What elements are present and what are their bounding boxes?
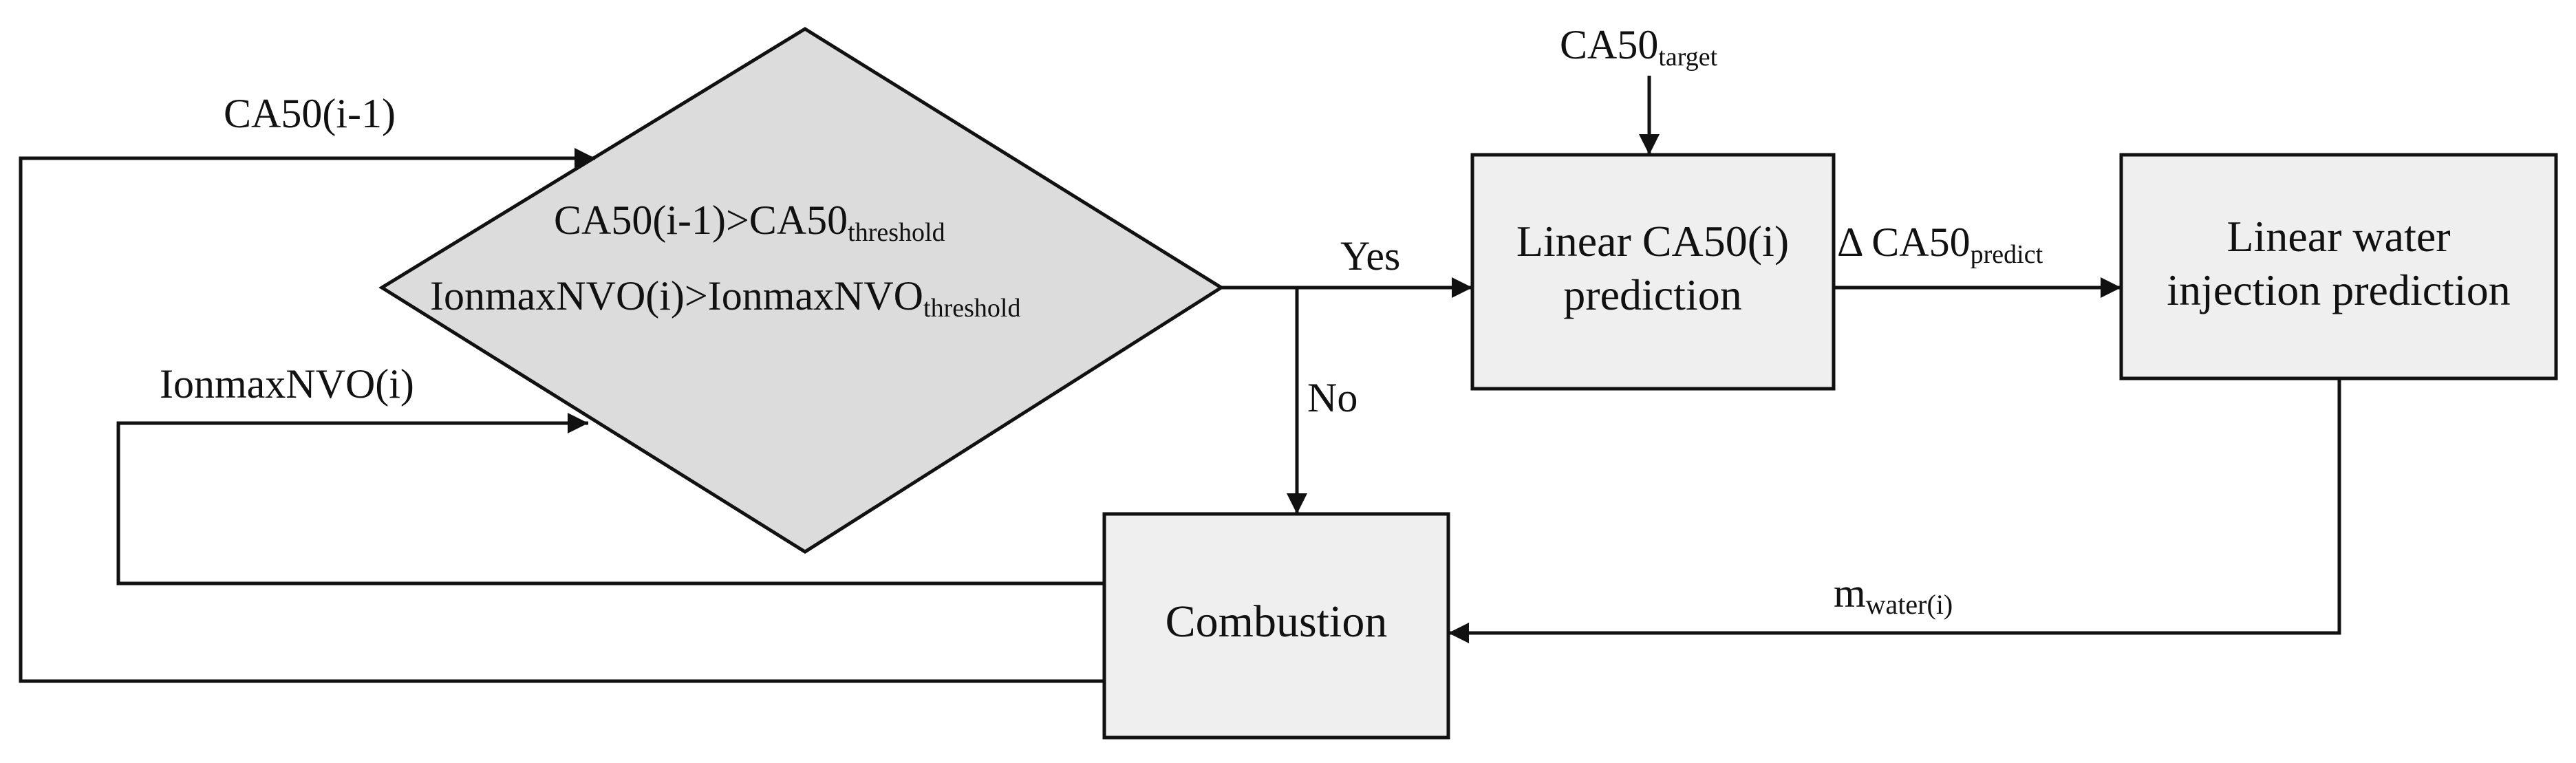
water-injection-label-1: Linear water — [2226, 212, 2450, 261]
water-mass-label: mwater(i) — [1834, 570, 1953, 620]
linear-ca50-label-1: Linear CA50(i) — [1516, 217, 1789, 266]
water-injection-label-2: injection prediction — [2167, 266, 2510, 314]
ca50-feedback-line — [19, 148, 1104, 683]
water-injection-prediction-box — [2119, 153, 2558, 380]
combustion-label: Combustion — [1166, 597, 1388, 647]
no-label: No — [1307, 375, 1357, 420]
linear-ca50-prediction-box — [1470, 153, 1836, 391]
ca50-prev-label: CA50(i-1) — [224, 91, 396, 136]
ca50-target-label: CA50target — [1560, 22, 1718, 72]
linear-ca50-label-2: prediction — [1563, 270, 1741, 319]
decision-condition-2: IonmaxNVO(i)>IonmaxNVOthreshold — [430, 273, 1020, 323]
ionmax-label: IonmaxNVO(i) — [160, 361, 414, 407]
water-mass-arrow — [1448, 378, 2341, 643]
combustion-box — [1102, 512, 1450, 740]
yes-label: Yes — [1340, 233, 1400, 279]
decision-condition-1: CA50(i-1)>CA50threshold — [554, 197, 945, 247]
ionmax-feedback-line — [116, 413, 1104, 585]
delta-ca50-label: Δ CA50predict — [1837, 219, 2043, 269]
